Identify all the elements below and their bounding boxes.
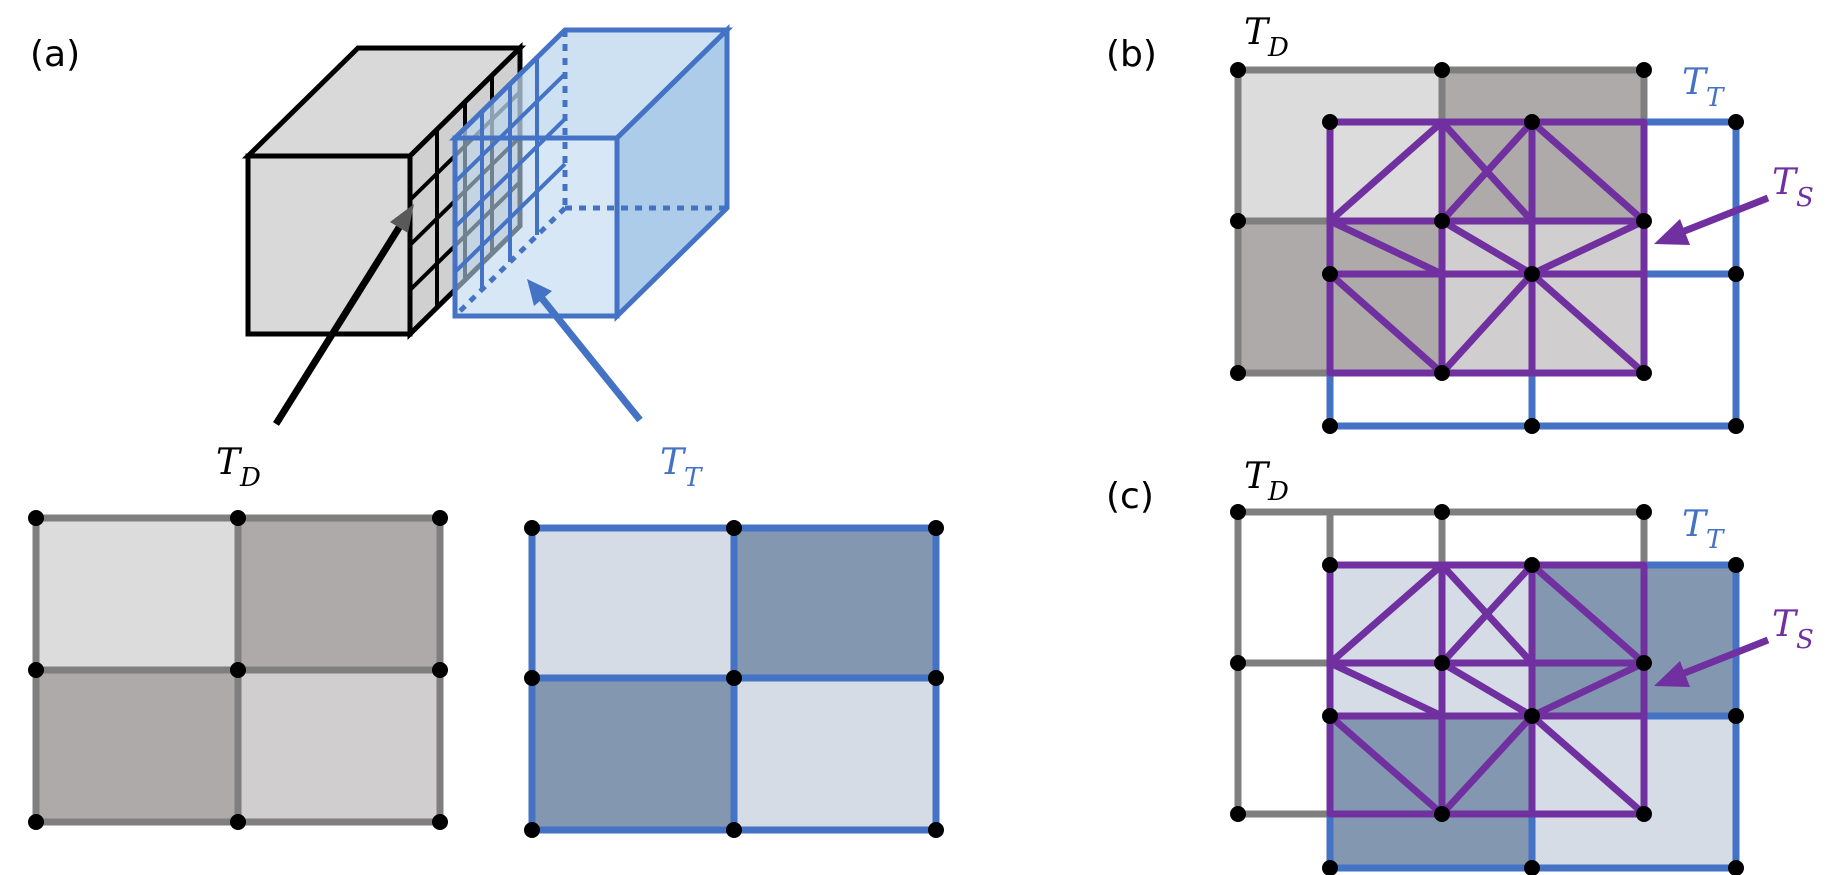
tt-label-b: TT — [1682, 62, 1725, 113]
tt-grid-a — [524, 520, 944, 838]
tt-label-a: TT — [660, 442, 703, 493]
panel-label-c: (c) — [1106, 476, 1154, 517]
gray-cube-front — [245, 153, 413, 337]
tt-arrow — [527, 279, 643, 423]
td-label-c: TD — [1244, 456, 1289, 507]
blue-cube-grid — [453, 57, 567, 289]
cube-diagram — [241, 24, 734, 426]
overlay-grid-b — [1230, 62, 1770, 434]
overlay-grid-c — [1230, 504, 1770, 875]
td-label-b: TD — [1244, 12, 1289, 63]
tt-label-c: TT — [1682, 504, 1725, 555]
td-arrow — [273, 204, 414, 426]
panel-label-b: (b) — [1106, 34, 1157, 75]
panel-label-a: (a) — [30, 34, 80, 75]
ts-label-c: TS — [1772, 604, 1814, 655]
ts-label-b: TS — [1772, 162, 1814, 213]
td-grid-a — [28, 510, 448, 830]
td-label-a: TD — [216, 442, 261, 493]
